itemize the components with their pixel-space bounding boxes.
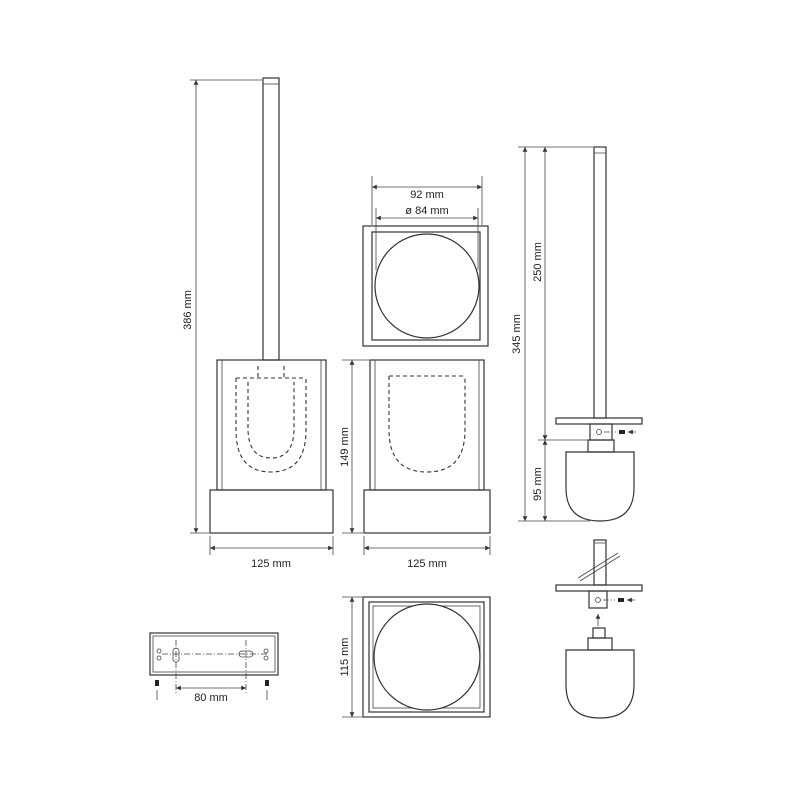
dim-holder-height: 149 mm — [339, 427, 351, 467]
dim-front-width-middle: 125 mm — [407, 558, 447, 570]
handle-stem — [262, 77, 280, 361]
dim-hole-spacing: 80 mm — [194, 692, 228, 704]
hidden-brush-inner — [247, 382, 295, 459]
wall-plug-right — [265, 680, 269, 686]
dim-front-width-left: 125 mm — [251, 558, 291, 570]
middle-front-view: 149 mm 125 mm — [339, 359, 491, 570]
wall-plug-left — [155, 680, 159, 686]
dim-brush-length: 345 mm — [511, 314, 523, 354]
dim-total-height: 386 mm — [182, 290, 194, 330]
dim-cover-width: 92 mm — [410, 189, 444, 201]
top-view-cover: 92 mm ø 84 mm — [362, 176, 489, 347]
dim-opening-diameter: ø 84 mm — [405, 205, 448, 217]
brush-side-view: 345 mm 250 mm 95 mm — [511, 146, 643, 522]
base-top-view: 115 mm — [339, 596, 491, 718]
holder-glass — [216, 359, 327, 491]
left-front-view: 386 mm 125 mm — [182, 77, 334, 570]
wall-plate-view: 80 mm — [149, 632, 279, 704]
holder-base — [209, 489, 334, 534]
dim-handle-length: 250 mm — [532, 242, 544, 282]
dim-base-depth: 115 mm — [339, 638, 351, 677]
dim-head-height: 95 mm — [532, 467, 544, 501]
brush-exploded-view — [555, 539, 643, 719]
hidden-brush-outer — [235, 378, 307, 473]
